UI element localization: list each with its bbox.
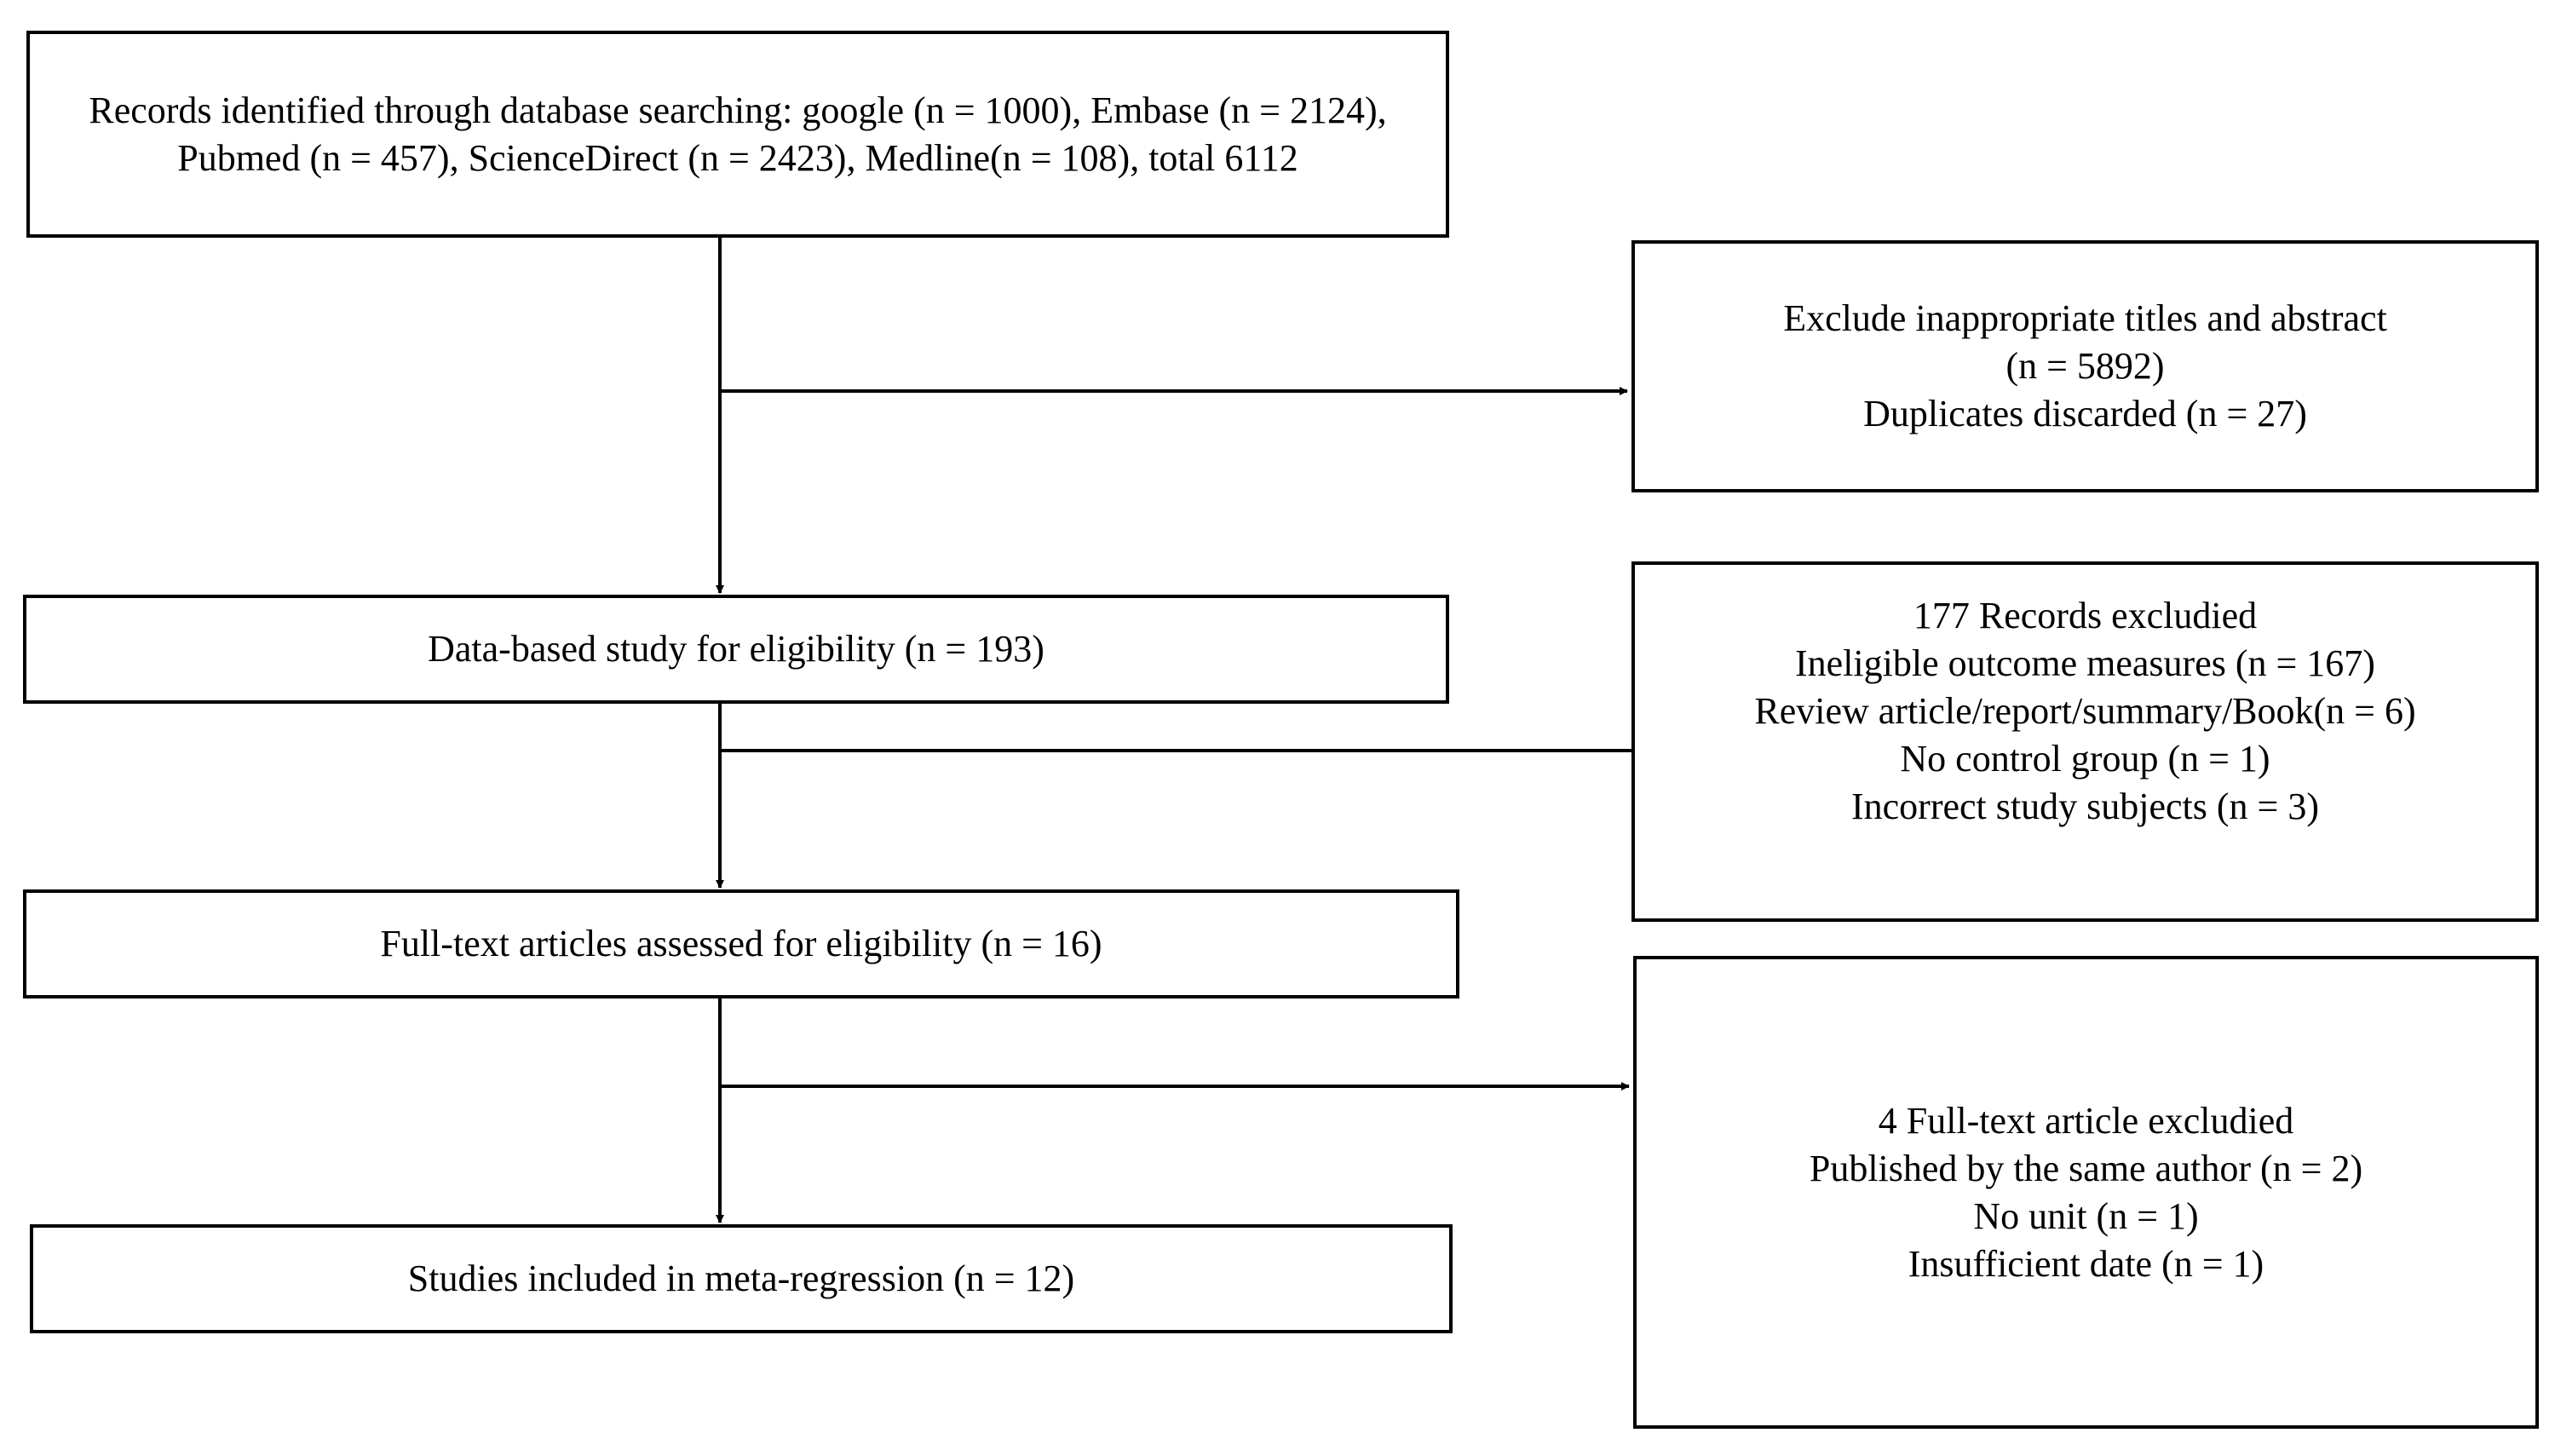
fulltext-excluded-line-4: Insufficient date (n = 1) xyxy=(1908,1242,2264,1285)
exclude-titles-line-2: (n = 5892) xyxy=(2005,345,2165,387)
records-excluded-line-4: No control group (n = 1) xyxy=(1900,738,2270,780)
fulltext-excluded-line-1: 4 Full-text article excludied xyxy=(1878,1099,2294,1142)
fulltext-excluded-box: 4 Full-text article excludied Published … xyxy=(1633,956,2539,1429)
records-identified-line-2: Pubmed (n = 457), ScienceDirect (n = 242… xyxy=(177,136,1298,179)
exclude-titles-line-3: Duplicates discarded (n = 27) xyxy=(1863,393,2307,434)
fulltext-excluded-line-3: No unit (n = 1) xyxy=(1973,1194,2199,1237)
studies-included-box: Studies included in meta-regression (n =… xyxy=(30,1224,1453,1333)
exclude-titles-line-1: Exclude inappropriate titles and abstrac… xyxy=(1783,297,2387,339)
records-excluded-line-3: Review article/report/summary/Book(n = 6… xyxy=(1754,690,2416,732)
records-excluded-box: 177 Records excludied Ineligible outcome… xyxy=(1631,561,2539,922)
studies-included-label: Studies included in meta-regression (n =… xyxy=(407,1257,1075,1299)
fulltext-assessed-label: Full-text articles assessed for eligibil… xyxy=(380,923,1102,964)
records-identified-box: Records identified through database sear… xyxy=(26,31,1449,238)
exclude-titles-box: Exclude inappropriate titles and abstrac… xyxy=(1631,240,2539,492)
databased-study-label: Data-based study for eligibility (n = 19… xyxy=(428,628,1044,670)
records-excluded-line-5: Incorrect study subjects (n = 3) xyxy=(1851,786,2319,827)
records-identified-line-1: Records identified through database sear… xyxy=(89,89,1387,131)
records-excluded-line-2: Ineligible outcome measures (n = 167) xyxy=(1795,642,2375,684)
records-excluded-line-1: 177 Records excludied xyxy=(1913,595,2258,636)
fulltext-assessed-box: Full-text articles assessed for eligibil… xyxy=(23,889,1459,998)
fulltext-excluded-line-2: Published by the same author (n = 2) xyxy=(1809,1147,2363,1189)
databased-study-box: Data-based study for eligibility (n = 19… xyxy=(23,595,1449,704)
